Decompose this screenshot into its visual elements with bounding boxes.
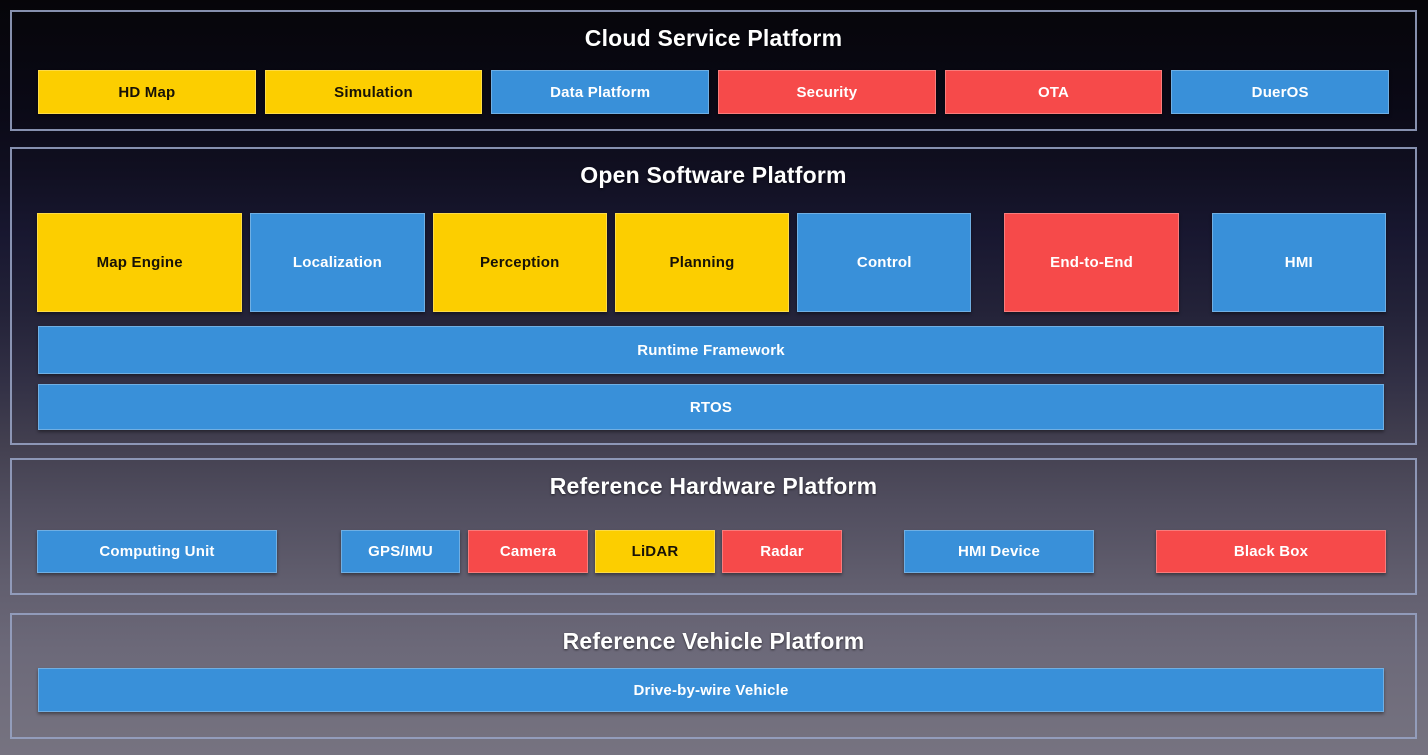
software-box-end-to-end: End-to-End [1004,213,1179,312]
open-software-platform-title: Open Software Platform [580,162,847,188]
reference-hardware-platform-section: Reference Hardware Platform Computing Un… [10,458,1417,595]
hardware-box-black-box: Black Box [1156,530,1386,573]
software-bar-runtime-framework: Runtime Framework [38,326,1384,374]
open-software-platform-section: Open Software Platform Map Engine Locali… [10,147,1417,445]
software-box-localization: Localization [250,213,425,312]
software-bar-rtos: RTOS [38,384,1384,430]
cloud-box-dueros: DuerOS [1171,70,1390,114]
hardware-box-hmi-device: HMI Device [904,530,1094,573]
hardware-box-radar: Radar [722,530,842,573]
reference-hardware-platform-title: Reference Hardware Platform [549,473,878,499]
cloud-box-simulation: Simulation [264,70,483,114]
software-box-map-engine: Map Engine [37,213,243,312]
vehicle-bar-drive-by-wire: Drive-by-wire Vehicle [38,668,1384,712]
cloud-box-data-platform: Data Platform [491,70,710,114]
cloud-service-platform-section: Cloud Service Platform HD Map Simulation… [10,10,1417,131]
software-modules-row: Map Engine Localization Perception Plann… [37,213,1386,312]
hardware-box-gps-imu: GPS/IMU [341,530,460,573]
cloud-box-security: Security [718,70,936,114]
software-box-hmi: HMI [1211,213,1386,312]
cloud-box-ota: OTA [944,70,1163,114]
hardware-box-camera: Camera [468,530,588,573]
software-box-planning: Planning [614,213,790,312]
hardware-box-lidar: LiDAR [595,530,715,573]
hardware-box-computing-unit: Computing Unit [37,530,277,573]
software-box-control: Control [797,213,972,312]
cloud-box-hd-map: HD Map [38,70,256,114]
reference-vehicle-platform-title: Reference Vehicle Platform [562,628,865,654]
cloud-service-platform-title: Cloud Service Platform [584,25,843,51]
cloud-service-row: HD Map Simulation Data Platform Security… [38,70,1390,114]
software-box-perception: Perception [432,213,607,312]
reference-vehicle-platform-section: Reference Vehicle Platform Drive-by-wire… [10,613,1417,739]
hardware-row: Computing Unit GPS/IMU Camera LiDAR Rada… [37,530,1386,573]
